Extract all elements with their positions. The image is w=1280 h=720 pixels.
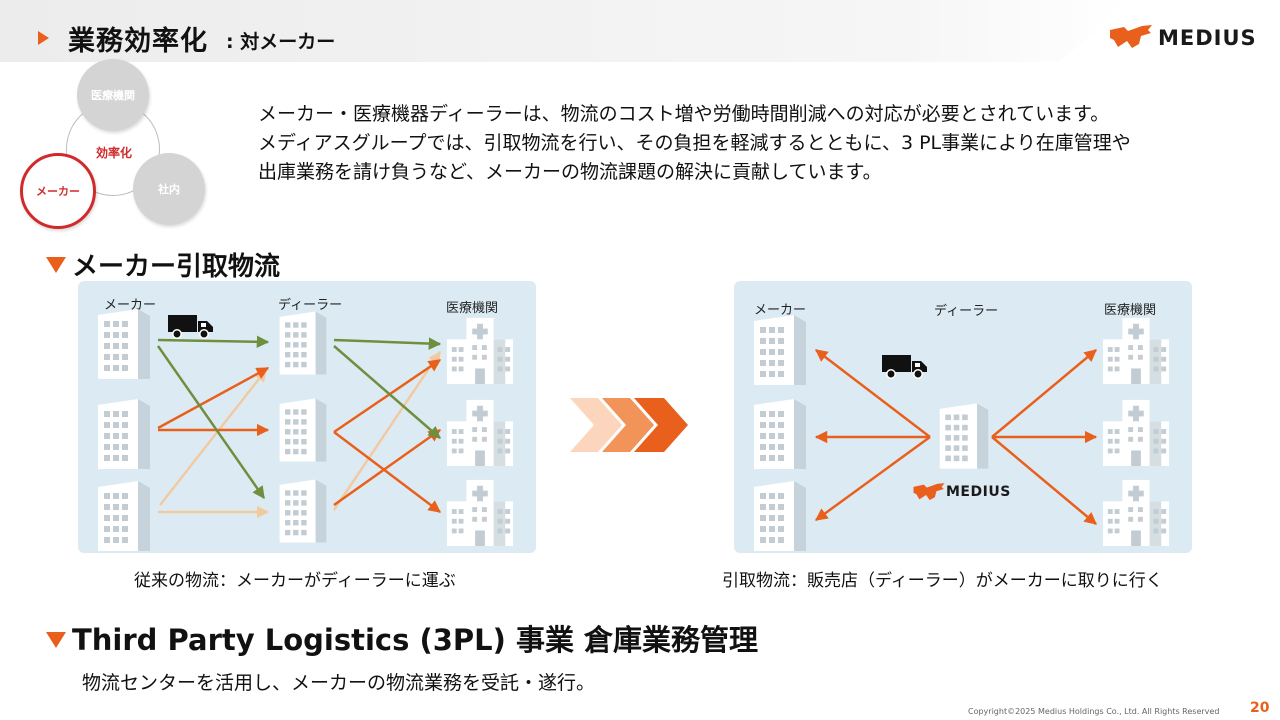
page-title: 業務効率化 [68, 26, 208, 57]
transition-chevrons-icon [570, 398, 688, 452]
section-triangle-icon [46, 257, 66, 273]
label-maker: メーカー [754, 303, 807, 318]
title-arrow-icon [38, 31, 49, 45]
3pl-description: 物流センターを活用し、メーカーの物流業務を受託・遂行。 [82, 672, 596, 694]
section-title: メーカー引取物流 [72, 252, 281, 282]
header-band [0, 0, 1130, 62]
medius-logo: MEDIUS [1108, 24, 1256, 52]
label-maker: メーカー [104, 298, 157, 313]
medius-small-logo: MEDIUS [912, 482, 1022, 502]
section-heading-pickup: メーカー引取物流 [46, 246, 280, 283]
intro-line-3: 出庫業務を請け負うなど、メーカーの物流課題の解決に貢献しています。 [258, 161, 882, 183]
section-heading-3pl: Third Party Logistics (3PL) 事業 倉庫業務管理 [46, 617, 758, 659]
flow-arrow [157, 335, 270, 349]
flow-arrow [991, 436, 1097, 525]
caption-traditional: 従来の物流：メーカーがディーラーに運ぶ [134, 571, 456, 591]
medius-small-logo-text: MEDIUS [946, 484, 1011, 500]
section-triangle-icon [46, 632, 66, 648]
page-subtitle: : 対メーカー [226, 31, 336, 53]
copyright-text: Copyright©2025 Medius Holdings Co., Ltd.… [968, 707, 1220, 716]
flow-arrow [333, 337, 442, 350]
flow-arrow [333, 431, 441, 513]
flow-arrow [333, 428, 442, 507]
page-number: 20 [1250, 700, 1270, 716]
flow-arrow [333, 345, 441, 439]
flow-arrow [814, 435, 931, 522]
caption-pickup: 引取物流：販売店（ディーラー）がメーカーに取りに行く [722, 571, 1163, 591]
label-hospital: 医療機関 [1104, 303, 1157, 318]
flow-arrow [157, 366, 270, 430]
cycle-node-maker: メーカー [20, 153, 96, 229]
flow-arrow [991, 349, 1097, 438]
label-hospital: 医療機関 [446, 301, 499, 316]
flow-arrow [815, 349, 931, 438]
logo-text: MEDIUS [1158, 26, 1257, 50]
cycle-node-hospital: 医療機関 [77, 59, 149, 131]
intro-text: メーカー・医療機器ディーラーは、物流のコスト増や労働時間削減への対応が必要とされ… [258, 100, 1131, 187]
flow-arrow [332, 350, 442, 511]
flow-arrow [156, 345, 266, 500]
label-dealer: ディーラー [934, 304, 999, 319]
cycle-center-label: 効率化 [95, 146, 132, 160]
cycle-node-internal: 社内 [133, 153, 205, 225]
flow-arrow [333, 358, 442, 434]
section-title: Third Party Logistics (3PL) 事業 倉庫業務管理 [72, 623, 759, 657]
intro-line-2: メディアスグループでは、引取物流を行い、その負担を軽減するとともに、3 PL事業… [258, 132, 1131, 154]
flow-arrow [159, 369, 267, 506]
label-dealer: ディーラー [278, 298, 343, 313]
intro-line-1: メーカー・医療機器ディーラーは、物流のコスト増や労働時間削減への対応が必要とされ… [258, 103, 1110, 125]
